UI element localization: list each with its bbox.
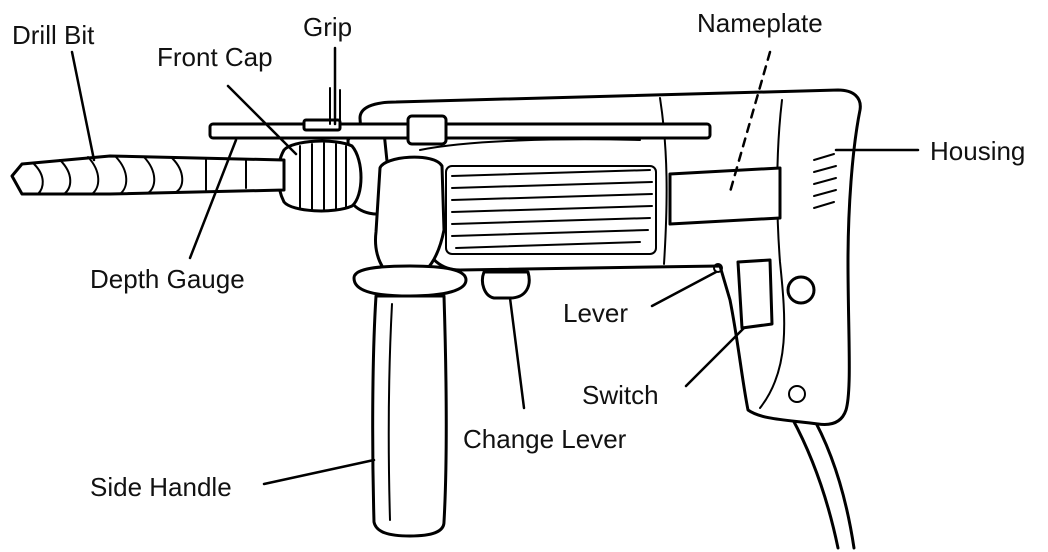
side-handle-flange (352, 264, 468, 298)
leader-change-lever (508, 296, 526, 410)
leader-lever (650, 270, 718, 308)
callout-labels: Drill Bit Front Cap Grip Nameplate Housi… (12, 8, 1025, 502)
side-handle-shaft (371, 294, 448, 538)
lock-button (786, 275, 816, 305)
label-nameplate: Nameplate (697, 8, 823, 38)
label-grip: Grip (303, 12, 352, 42)
grip-knob (329, 87, 341, 125)
label-switch: Switch (582, 380, 659, 410)
label-lever: Lever (563, 298, 628, 328)
change-lever-part (480, 270, 531, 300)
hammer-drill-illustration (10, 87, 862, 550)
power-cord (790, 410, 856, 550)
side-handle-ridge (387, 303, 393, 521)
label-housing: Housing (930, 136, 1025, 166)
nameplate-panel (668, 166, 782, 226)
depth-gauge-rod (208, 114, 712, 146)
drill-bit-part (10, 154, 286, 196)
leader-lines (70, 46, 920, 486)
label-drill-bit: Drill Bit (12, 20, 95, 50)
label-front-cap: Front Cap (157, 42, 273, 72)
side-handle-collar (374, 155, 446, 274)
switch-trigger (736, 258, 774, 330)
rear-grip-contour (759, 99, 786, 409)
motor-vents (445, 165, 657, 255)
leader-switch (684, 326, 746, 388)
leader-side-handle (262, 458, 376, 486)
leader-nameplate (728, 50, 772, 194)
label-depth-gauge: Depth Gauge (90, 264, 245, 294)
screw-lower (788, 385, 806, 403)
leader-drill-bit (70, 50, 96, 162)
leader-front-cap (226, 84, 298, 156)
chuck (276, 139, 363, 213)
housing-seam (659, 97, 668, 265)
label-side-handle: Side Handle (90, 472, 232, 502)
leader-depth-gauge (188, 138, 238, 260)
label-change-lever: Change Lever (463, 424, 627, 454)
housing-vents (813, 153, 837, 209)
lever-pivot (713, 263, 723, 273)
